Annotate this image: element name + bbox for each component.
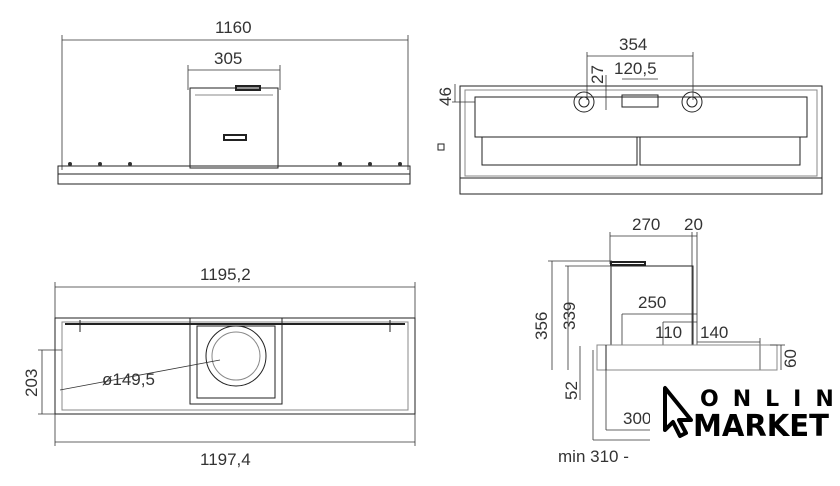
dim-duct-offset: 110 xyxy=(655,323,682,342)
dim-front-depth: 140 xyxy=(700,323,728,342)
dim-inner-depth: 250 xyxy=(638,293,666,312)
cursor-icon xyxy=(663,386,693,438)
dim-holes-distance: 354 xyxy=(619,35,647,54)
bottom-view: 354 120,5 27 46 xyxy=(436,35,823,195)
dim-cabinet-depth: min 310 - xyxy=(558,447,629,466)
logo-line1: ONLINE xyxy=(700,387,840,412)
front-view: 1160 305 xyxy=(57,18,411,185)
dim-motor-width: 305 xyxy=(214,49,242,68)
dim-min-depth: 300 xyxy=(623,409,651,428)
side-view: 270 20 356 339 250 110 140 60 52 300 min… xyxy=(532,215,800,466)
dim-hole-offset: 46 xyxy=(436,87,455,106)
dim-duct-diameter: ø149,5 xyxy=(102,370,155,389)
dim-body-height: 339 xyxy=(560,302,579,330)
dim-rear-top-width: 1195,2 xyxy=(200,265,251,284)
dim-front-width: 1160 xyxy=(215,18,252,37)
small-square-marker xyxy=(437,143,445,151)
online-market-logo: ONLINE MARKET xyxy=(650,378,840,444)
dim-rear-height: 203 xyxy=(22,369,41,397)
dim-side-depth: 270 xyxy=(632,215,660,234)
rear-view: 1195,2 ø149,5 203 1197,4 xyxy=(22,265,416,469)
dim-side-gap: 20 xyxy=(684,215,703,234)
dim-vent-offset: 27 xyxy=(588,65,607,84)
dim-rear-bottom-width: 1197,4 xyxy=(200,450,251,469)
dim-front-height: 60 xyxy=(781,349,800,368)
dim-total-height: 356 xyxy=(532,312,551,340)
dim-plate-height: 52 xyxy=(562,381,581,400)
dim-vent-width: 120,5 xyxy=(614,59,657,78)
logo-line2: MARKET xyxy=(693,409,830,444)
